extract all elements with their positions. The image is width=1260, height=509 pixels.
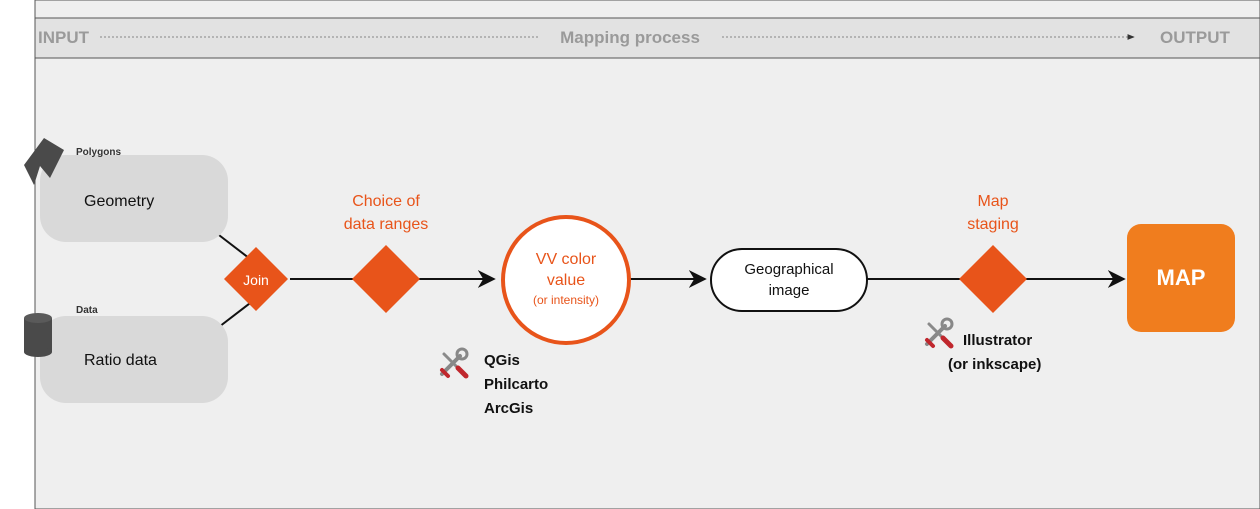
tool-arcgis: ArcGis	[484, 400, 533, 417]
staging-label-line1: Map	[977, 193, 1008, 210]
tool-inkscape: (or inkscape)	[948, 356, 1041, 373]
ratio-data-label: Ratio data	[84, 352, 157, 369]
geographical-image-node: Geographical image	[710, 248, 868, 312]
map-output-node: MAP	[1127, 224, 1235, 332]
geometry-input: Polygons Geometry	[24, 138, 228, 242]
geo-label-line1: Geographical	[744, 261, 833, 278]
diagram-frame	[34, 0, 1260, 509]
mapping-tools: QGis Philcarto ArcGis	[440, 347, 548, 417]
choice-diamond	[352, 245, 420, 313]
map-staging-node: Map staging	[959, 193, 1027, 313]
join-node: Join	[224, 247, 288, 311]
process-header: INPUT Mapping process OUTPUT	[34, 17, 1260, 59]
ratio-data-input: Data Ratio data	[24, 305, 228, 403]
tool-philcarto: Philcarto	[484, 376, 548, 393]
staging-diamond	[959, 245, 1027, 313]
data-tag: Data	[76, 305, 98, 316]
geometry-label: Geometry	[84, 193, 154, 210]
choice-of-data-ranges-node: Choice of data ranges	[344, 193, 429, 313]
tools-icon	[925, 317, 954, 349]
tools-icon	[440, 347, 469, 379]
choice-label-line2: data ranges	[344, 216, 429, 233]
staging-label-line2: staging	[967, 216, 1019, 233]
database-icon	[24, 313, 52, 357]
vv-label-line1: VV color	[536, 251, 597, 268]
choice-label-line1: Choice of	[352, 193, 420, 210]
vv-color-value-node: VV color value (or intensity)	[501, 215, 631, 345]
geometry-tag: Polygons	[76, 147, 121, 158]
map-label: MAP	[1157, 265, 1206, 290]
polygon-icon	[24, 138, 64, 185]
process-header-label: Mapping process	[560, 28, 700, 47]
tool-qgis: QGis	[484, 352, 520, 369]
vv-label-line2: value	[547, 272, 585, 289]
geo-label-line2: image	[769, 282, 810, 299]
input-header-label: INPUT	[38, 28, 90, 47]
join-label: Join	[243, 272, 269, 288]
output-header-label: OUTPUT	[1160, 28, 1231, 47]
vv-label-line3: (or intensity)	[533, 293, 599, 307]
staging-tools: Illustrator (or inkscape)	[925, 317, 1041, 373]
tool-illustrator: Illustrator	[963, 332, 1032, 349]
